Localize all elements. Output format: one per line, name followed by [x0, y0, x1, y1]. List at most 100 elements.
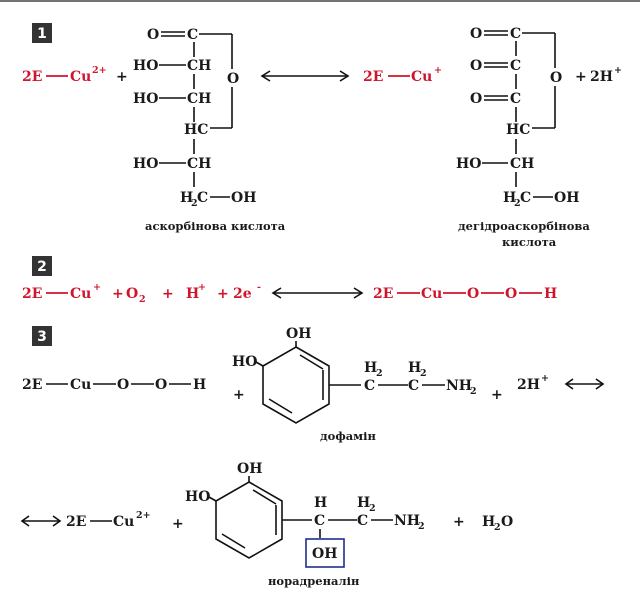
svg-text:2+: 2+	[136, 510, 151, 521]
svg-text:C: C	[187, 27, 198, 43]
svg-text:2: 2	[418, 521, 425, 532]
plus-sign: +	[172, 516, 184, 532]
svg-text:O: O	[470, 91, 482, 107]
svg-text:HO: HO	[232, 354, 257, 370]
dehydroascorbic-label-line1: дегідроаскорбінова	[458, 219, 590, 233]
svg-text:C: C	[510, 58, 521, 74]
cu1-complex-product: 2E Cu +	[363, 65, 442, 85]
svg-text:C: C	[408, 378, 419, 394]
svg-text:2: 2	[470, 386, 477, 397]
svg-text:2: 2	[191, 198, 198, 209]
dopamine-label: дофамін	[320, 429, 377, 443]
plus-sign: +	[233, 387, 245, 403]
svg-text:H: H	[503, 190, 516, 206]
svg-text:Cu: Cu	[70, 377, 91, 393]
svg-text:CH: CH	[187, 91, 211, 107]
svg-text:CH: CH	[187, 58, 211, 74]
svg-text:C: C	[520, 190, 531, 206]
svg-text:H: H	[314, 495, 327, 511]
cu-hydroperoxo-reactant: 2E Cu O O H	[22, 377, 206, 393]
svg-text:CH: CH	[510, 156, 534, 172]
svg-text:H: H	[482, 514, 495, 530]
svg-text:O: O	[126, 286, 138, 302]
svg-text:+: +	[112, 286, 124, 302]
svg-text:NH: NH	[446, 378, 472, 394]
dehydroascorbic-acid-structure: O C O O C O C HC HO CH H 2 C OH	[456, 26, 579, 209]
svg-text:O: O	[467, 286, 479, 302]
svg-text:OH: OH	[554, 190, 579, 206]
svg-text:CH: CH	[187, 156, 211, 172]
svg-text:O: O	[227, 71, 239, 87]
svg-text:2: 2	[369, 503, 376, 514]
svg-text:HO: HO	[133, 91, 158, 107]
cu2-complex-product: 2E Cu 2+	[66, 510, 151, 530]
dopamine-structure: OH HO H 2 C H 2 C NH 2	[232, 326, 477, 424]
equilibrium-arrow-1	[260, 70, 350, 82]
svg-text:2: 2	[420, 368, 427, 379]
svg-text:H: H	[544, 286, 557, 302]
water-molecule: H 2 O	[482, 514, 513, 533]
plus-sign: +	[491, 387, 503, 403]
dehydroascorbic-label-line2: кислота	[502, 235, 557, 249]
svg-text:2e: 2e	[233, 286, 252, 302]
svg-text:OH: OH	[237, 461, 262, 477]
plus-sign: +	[116, 69, 128, 85]
cu-hydroperoxo-complex: 2E Cu O O H	[373, 286, 557, 302]
reaction-2-reactants: 2E Cu + + O 2 + H + + 2e -	[22, 282, 261, 305]
svg-text:3: 3	[37, 329, 47, 345]
svg-text:C: C	[314, 513, 325, 529]
svg-text:2: 2	[376, 368, 383, 379]
svg-text:H: H	[408, 360, 421, 376]
svg-text:2E: 2E	[66, 514, 86, 530]
svg-text:2E: 2E	[22, 286, 42, 302]
svg-text:+: +	[217, 286, 229, 302]
svg-text:2E: 2E	[373, 286, 393, 302]
svg-text:+: +	[434, 65, 442, 76]
svg-text:2E: 2E	[363, 69, 383, 85]
svg-text:OH: OH	[286, 326, 311, 342]
svg-text:HC: HC	[506, 122, 530, 138]
equilibrium-arrow-3	[564, 378, 605, 390]
svg-text:H: H	[180, 190, 193, 206]
svg-text:O: O	[147, 27, 159, 43]
svg-text:O: O	[501, 514, 513, 530]
svg-text:Cu: Cu	[421, 286, 442, 302]
noradrenaline-structure: OH HO H C H 2 C NH 2	[185, 461, 425, 559]
svg-text:H: H	[357, 495, 370, 511]
ascorbic-acid-label: аскорбінова кислота	[145, 219, 286, 233]
svg-text:2: 2	[139, 294, 146, 305]
svg-text:C: C	[197, 190, 208, 206]
svg-text:OH: OH	[312, 546, 337, 562]
svg-text:+: +	[162, 286, 174, 302]
svg-text:O: O	[470, 26, 482, 42]
svg-text:O: O	[505, 286, 517, 302]
svg-text:HO: HO	[133, 156, 158, 172]
svg-text:O: O	[155, 377, 167, 393]
proton-charge: +	[614, 65, 622, 76]
proton-charge: +	[541, 373, 549, 384]
plus-sign: +	[575, 69, 587, 85]
step-badge-3: 3	[32, 326, 52, 346]
ascorbic-acid-structure: O C O HO CH HO CH HC HO CH H 2 C OH	[133, 27, 256, 209]
svg-text:C: C	[510, 26, 521, 42]
svg-text:C: C	[364, 378, 375, 394]
step-badge-1: 1	[32, 23, 52, 43]
svg-text:O: O	[550, 70, 562, 86]
plus-sign: +	[453, 514, 465, 530]
svg-text:1: 1	[37, 26, 47, 42]
svg-text:2E: 2E	[22, 377, 42, 393]
proton-2h: 2H	[517, 377, 540, 393]
svg-text:2: 2	[494, 522, 501, 533]
equilibrium-arrow-2	[271, 287, 364, 299]
svg-text:H: H	[364, 360, 377, 376]
svg-text:2: 2	[37, 259, 47, 275]
cu2-complex-reactant: 2E Cu 2+	[22, 65, 107, 85]
equilibrium-arrow-4	[20, 515, 62, 527]
svg-text:2: 2	[514, 198, 521, 209]
step-badge-2: 2	[32, 256, 52, 276]
svg-text:-: -	[257, 282, 261, 293]
svg-text:+: +	[198, 282, 206, 293]
proton-2h: 2H	[590, 69, 613, 85]
new-hydroxyl-highlight: OH	[305, 538, 345, 568]
